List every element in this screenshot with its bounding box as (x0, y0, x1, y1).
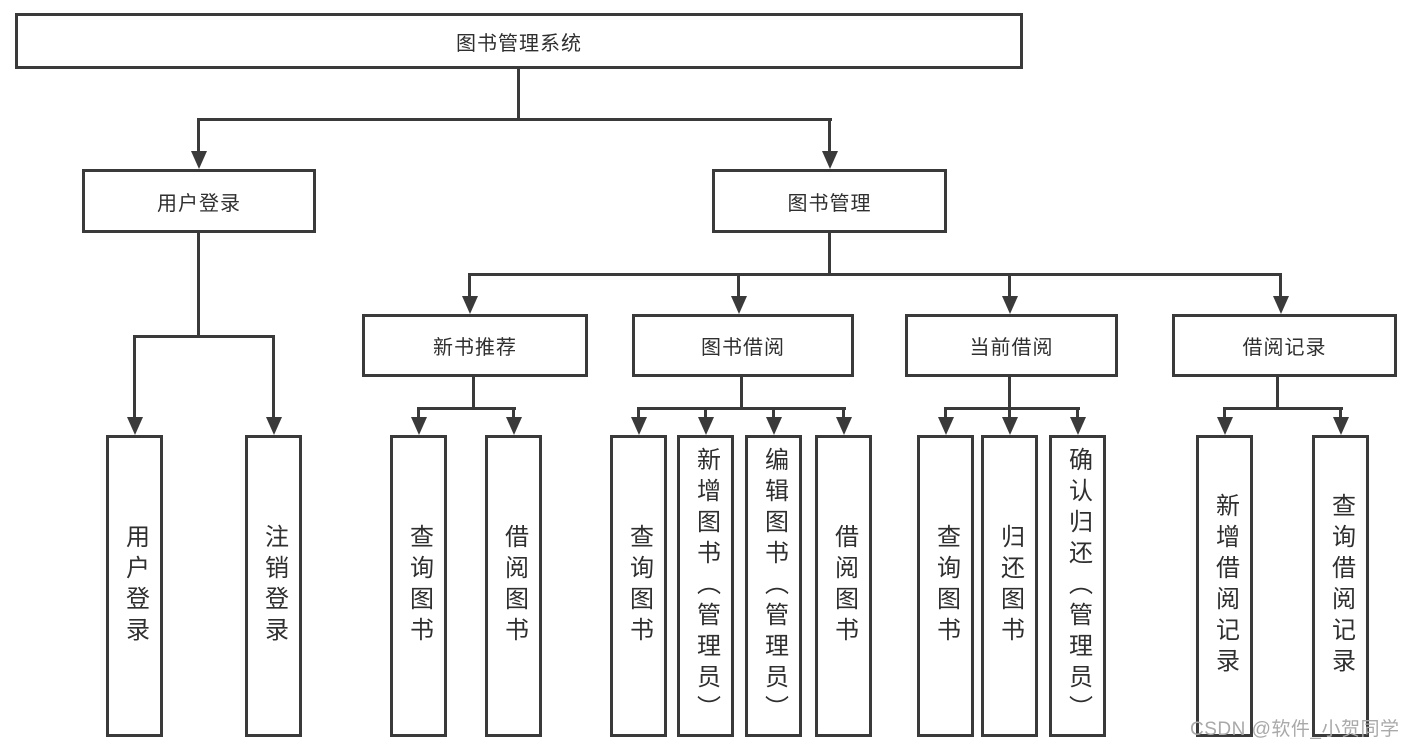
connector-borrow-fork (637, 407, 846, 410)
connector-drop (1223, 407, 1226, 419)
connector-drop (1076, 407, 1079, 419)
node-leaf-label: 新增图书（管理员） (692, 446, 720, 726)
connector-newbook-stem (472, 375, 475, 409)
watermark-text: CSDN @软件_小贺同学 (1190, 719, 1400, 740)
connector-drop-borrow-records (1279, 273, 1282, 298)
connector-mgmt-fork (468, 273, 1282, 276)
node-new-book-recommend: 新书推荐 (362, 314, 588, 377)
node-leaf-label: 确认归还（管理员） (1064, 446, 1092, 726)
node-leaf-label: 查询图书 (625, 524, 653, 648)
connector-mgmt-stem (828, 231, 831, 275)
node-book-borrowing: 图书借阅 (632, 314, 854, 377)
arrow-down-icon (191, 151, 207, 169)
arrow-down-icon (411, 417, 427, 435)
node-leaf-label: 查询图书 (405, 524, 433, 648)
node-leaf-label: 查询图书 (932, 524, 960, 648)
node-leaf-add-borrow-record: 新增借阅记录 (1196, 435, 1253, 737)
arrow-down-icon (822, 151, 838, 169)
connector-drop-new-books (468, 273, 471, 298)
node-user-login-label: 用户登录 (157, 192, 241, 215)
node-borrowing-records-label: 借阅记录 (1242, 337, 1327, 359)
connector-drop-login-leaf (133, 335, 136, 419)
arrow-down-icon (127, 417, 143, 435)
node-leaf-query-books-1: 查询图书 (390, 435, 447, 737)
connector-current-stem (1008, 375, 1011, 409)
connector-root-fork (197, 118, 832, 121)
connector-drop (1339, 407, 1342, 419)
arrow-down-icon (1070, 417, 1086, 435)
connector-record-stem (1276, 375, 1279, 409)
connector-drop (772, 407, 775, 419)
node-leaf-label: 查询借阅记录 (1327, 493, 1355, 679)
connector-drop (637, 407, 640, 419)
node-leaf-label: 新增借阅记录 (1211, 493, 1239, 679)
arrow-down-icon (631, 417, 647, 435)
node-leaf-label: 编辑图书（管理员） (760, 446, 788, 726)
connector-login-fork (133, 335, 275, 338)
node-leaf-logout: 注销登录 (245, 435, 302, 737)
connector-current-fork (944, 407, 1080, 410)
connector-root-stem (517, 66, 520, 120)
arrow-down-icon (266, 417, 282, 435)
arrow-down-icon (1217, 417, 1233, 435)
node-current-borrowing-label: 当前借阅 (969, 337, 1054, 359)
connector-drop (417, 407, 420, 419)
node-book-borrowing-label: 图书借阅 (701, 337, 785, 359)
connector-drop (512, 407, 515, 419)
arrow-down-icon (506, 417, 522, 435)
node-leaf-query-books-2: 查询图书 (610, 435, 667, 737)
arrow-down-icon (836, 417, 852, 435)
node-leaf-label: 注销登录 (260, 524, 288, 648)
connector-record-fork (1223, 407, 1343, 410)
connector-drop-user-login (197, 118, 200, 154)
arrow-down-icon (462, 296, 478, 314)
node-new-book-recommend-label: 新书推荐 (433, 337, 517, 359)
connector-drop (1008, 407, 1011, 419)
node-leaf-user-login: 用户登录 (106, 435, 163, 737)
node-root: 图书管理系统 (15, 13, 1023, 69)
node-leaf-label: 用户登录 (121, 524, 149, 648)
arrow-down-icon (1273, 296, 1289, 314)
node-book-management: 图书管理 (712, 169, 947, 233)
node-leaf-label: 借阅图书 (500, 524, 528, 648)
connector-borrow-stem (740, 375, 743, 409)
node-leaf-edit-books-admin: 编辑图书（管理员） (745, 435, 802, 737)
connector-drop-book-borrow (737, 273, 740, 298)
node-root-label: 图书管理系统 (456, 32, 582, 55)
connector-login-stem (197, 231, 200, 337)
arrow-down-icon (698, 417, 714, 435)
connector-drop (842, 407, 845, 419)
connector-drop-logout-leaf (272, 335, 275, 419)
node-leaf-query-borrow-record: 查询借阅记录 (1312, 435, 1369, 737)
node-leaf-add-books-admin: 新增图书（管理员） (677, 435, 734, 737)
connector-drop (704, 407, 707, 419)
arrow-down-icon (731, 296, 747, 314)
node-leaf-label: 归还图书 (996, 524, 1024, 648)
arrow-down-icon (766, 417, 782, 435)
node-user-login: 用户登录 (82, 169, 316, 233)
node-leaf-borrow-books-2: 借阅图书 (815, 435, 872, 737)
connector-drop (944, 407, 947, 419)
arrow-down-icon (1002, 417, 1018, 435)
node-leaf-confirm-return-admin: 确认归还（管理员） (1049, 435, 1106, 737)
connector-newbook-fork (417, 407, 516, 410)
arrow-down-icon (938, 417, 954, 435)
arrow-down-icon (1002, 296, 1018, 314)
node-current-borrowing: 当前借阅 (905, 314, 1118, 377)
node-borrowing-records: 借阅记录 (1172, 314, 1397, 377)
arrow-down-icon (1333, 417, 1349, 435)
node-leaf-query-books-3: 查询图书 (917, 435, 974, 737)
connector-drop-book-mgmt (828, 118, 831, 154)
node-leaf-return-books: 归还图书 (981, 435, 1038, 737)
connector-drop-current-borrow (1008, 273, 1011, 298)
node-book-management-label: 图书管理 (787, 192, 872, 215)
node-leaf-borrow-books-1: 借阅图书 (485, 435, 542, 737)
node-leaf-label: 借阅图书 (830, 524, 858, 648)
